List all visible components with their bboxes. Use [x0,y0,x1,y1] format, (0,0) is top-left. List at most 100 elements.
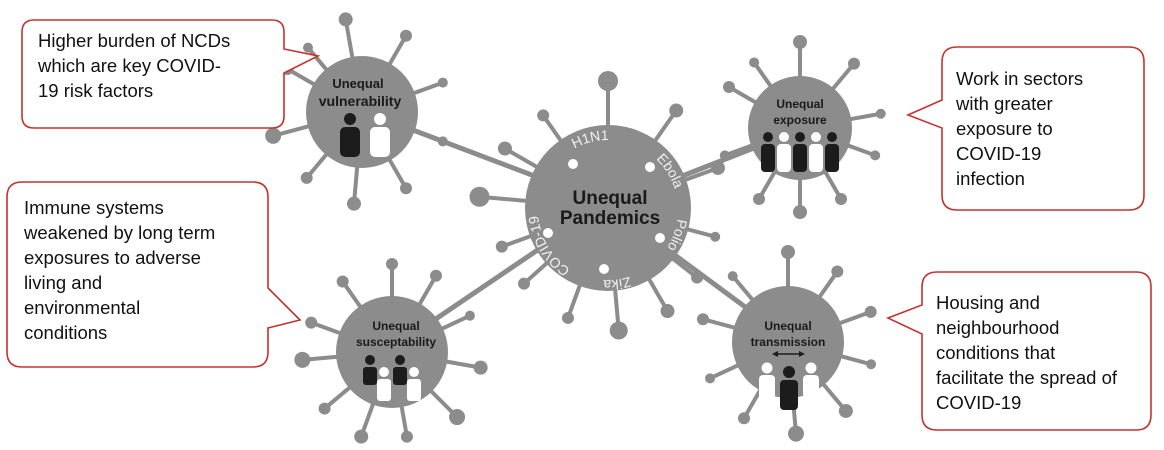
virus-spike-tip [838,403,853,418]
virus-spike [683,226,716,239]
virus-spike-tip [338,12,353,27]
callout-line: neighbourhood [936,317,1060,338]
person-icon [809,132,823,172]
virus-spike-tip [437,77,448,88]
virus-spike-tip [473,360,488,375]
virus-spike-tip [300,171,313,184]
virus-spike-tip [866,359,877,370]
virus-spike-tip [609,321,628,340]
virus-spike-tip [346,196,361,211]
ring-dot [655,233,665,243]
callout-line: infection [956,168,1025,189]
virus-spike-tip [495,240,508,253]
virus-spike-tip [847,57,860,70]
ring-dot [599,264,609,274]
callout-line: Housing and [936,292,1040,313]
virus-spike-tip [318,402,331,415]
callout-line: with greater [956,93,1053,114]
center-title-line1: Unequal [573,188,648,209]
person-icon [393,355,407,385]
virus-spike [343,19,355,62]
callout-shapes [6,19,1152,431]
virus-spike-tip [710,231,721,242]
virus-spike-tip [669,103,684,118]
virus-spike [846,111,882,122]
virus-spike-tip [305,316,318,329]
virus-spike [837,353,872,367]
virus-spike-tip [831,265,844,278]
virus-spike-tip [781,245,795,259]
person-icon [803,362,819,399]
callout-line: Higher burden of NCDs [38,30,231,51]
callout-transmission [885,271,1152,431]
virus-spike [410,80,444,97]
virus-spike-tip [753,193,765,206]
virus-spike-tip [793,35,807,49]
callout-line: Immune systems [24,197,164,218]
virus-spike-tip [875,108,886,119]
transmission-title-line1: Unequal [764,319,811,333]
vulnerability-title-line1: Unequal [332,76,383,91]
virus-spike-tip [303,42,314,53]
callout-line: facilitate the spread of [936,367,1117,388]
ring-dot [543,228,553,238]
ring-dot [568,159,578,169]
susceptability-title-line2: susceptability [356,335,436,349]
double-arrow-icon [772,351,805,357]
callout-exposure [905,46,1145,211]
person-icon [780,366,798,410]
center-ring-dots [543,159,665,274]
person-icon [777,132,791,172]
virus-spike-tip [430,269,442,282]
virus-spike-tip [749,57,760,68]
virus-spike-tip [561,311,574,324]
virus-spike-tip [336,275,349,288]
person-icon [407,367,421,401]
susceptability-virus-body [336,296,448,408]
virus-spike-tip [469,186,490,207]
person-icon [793,132,807,172]
virus-spike-tip [400,182,412,195]
virus-spike [306,46,331,74]
exposure-people [761,132,839,172]
callout-vulnerability-text: Higher burden of NCDs which are key COVI… [38,28,230,103]
virus-spike [438,313,471,332]
callout-line: weakened by long term [24,222,216,243]
callout-line: 19 risk factors [38,80,154,101]
virus-spike-tip [793,205,807,219]
virus-spike-tip [518,277,531,290]
person-icon [761,132,775,172]
virus-spike-tip [400,29,412,42]
virus-spike-tip [738,412,750,425]
callout-line: COVID-19 [956,143,1042,164]
virus-spike [731,274,757,304]
virus-spike-tip [354,429,369,444]
virus-spike [752,61,775,90]
virus-spike-tip [464,310,475,321]
callout-susceptability [6,181,302,368]
vulnerability-title-line2: vulnerability [319,93,402,109]
virus-spike-tip [705,373,716,384]
virus-spike-tip [835,193,847,206]
person-icon [340,113,360,157]
susceptability-people [363,355,421,401]
vulnerability-people [340,113,390,157]
virus-spike-tip [727,271,738,282]
virus-spike-tip [437,136,448,147]
center-title-line2: Pandemics [560,208,660,229]
virus-spike-tip [386,258,398,270]
virus-spike-tip [864,305,877,318]
virus-spike-tip [449,409,466,426]
person-icon [363,355,377,385]
callout-exposure-text: Work in sectors with greater exposure to… [956,66,1083,191]
virus-spike-tip [788,425,805,442]
virus-spike-tip [598,71,618,91]
virus-spike-tip [660,304,675,319]
callout-line: exposure to [956,118,1053,139]
virus-spike-tip [722,81,735,93]
virus-spike-tip [870,150,881,161]
virus-spike-tip [265,127,282,144]
virus-spike-tip [719,150,730,161]
